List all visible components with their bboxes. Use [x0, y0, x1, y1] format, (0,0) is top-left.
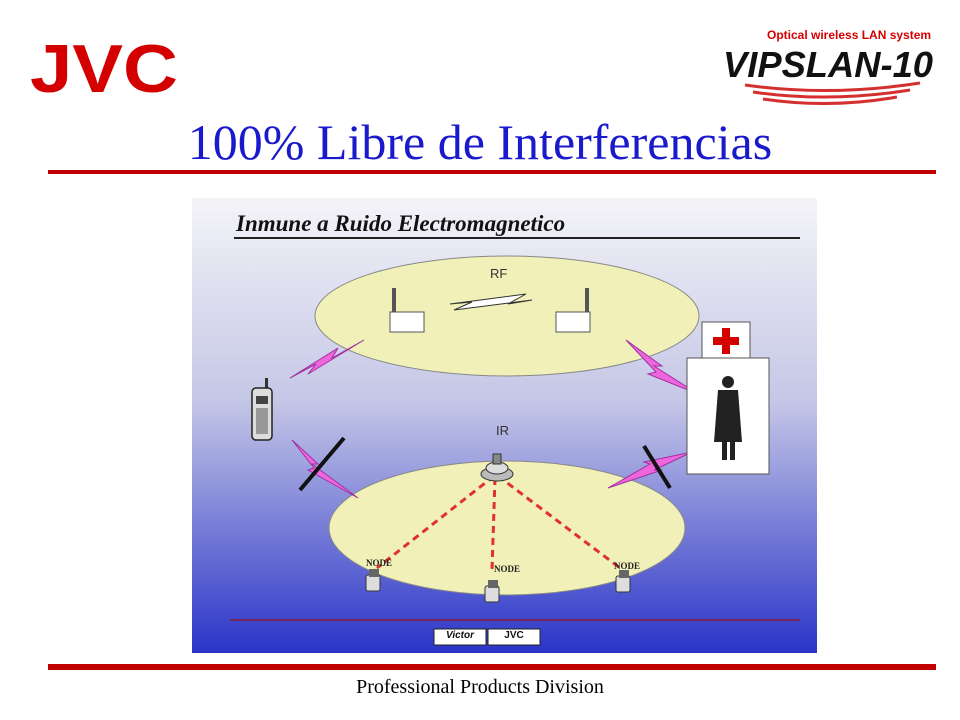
interference-bolt-top-left	[289, 339, 365, 379]
block-bar-left	[298, 436, 346, 492]
node-label-left: NODE	[366, 558, 393, 568]
rf-signal-bolt	[449, 293, 533, 311]
page-title: 100% Libre de Interferencias	[187, 114, 773, 170]
node-label-center: NODE	[494, 564, 521, 574]
footer-divider	[48, 664, 936, 670]
rf-zone-ellipse	[314, 255, 700, 377]
interference-bolt-bottom-left	[291, 439, 359, 499]
node-label-right: NODE	[614, 561, 641, 571]
node-device-center	[484, 580, 500, 603]
vipslan-logo: Optical wireless LAN system VIPSLAN-10	[723, 28, 933, 106]
block-bar-right	[642, 444, 672, 490]
victor-logo-text: Victor	[446, 630, 474, 641]
jvc-logo-box	[487, 628, 541, 646]
svg-text:VIPSLAN-10: VIPSLAN-10	[723, 44, 933, 85]
mobile-phone-icon	[251, 378, 273, 441]
interference-bolt-bottom-right	[607, 451, 693, 489]
svg-text:Optical wireless LAN system: Optical wireless LAN system	[767, 28, 931, 42]
title-divider	[48, 170, 936, 174]
rf-device-left	[389, 288, 425, 333]
ir-label: IR	[496, 423, 509, 438]
rf-label: RF	[490, 266, 508, 281]
ir-beam-center	[490, 477, 497, 571]
jvc-small-logo-text: JVC	[504, 630, 524, 641]
node-device-left	[365, 569, 381, 592]
victor-logo-box	[433, 628, 487, 646]
diagram-subtitle: Inmune a Ruido Electromagnetico	[236, 211, 566, 236]
ir-zone-ellipse	[328, 460, 686, 596]
svg-text:JVC: JVC	[30, 31, 178, 100]
diagram-panel	[192, 198, 817, 653]
ir-beam-right	[497, 474, 621, 570]
hospital-icon	[686, 321, 770, 475]
node-device-right	[615, 570, 631, 593]
ir-beam-left	[376, 474, 495, 570]
footer-division: Professional Products Division	[356, 676, 604, 698]
ir-transceiver	[480, 453, 514, 482]
rf-device-right	[555, 288, 591, 333]
jvc-logo: JVC	[30, 31, 178, 100]
